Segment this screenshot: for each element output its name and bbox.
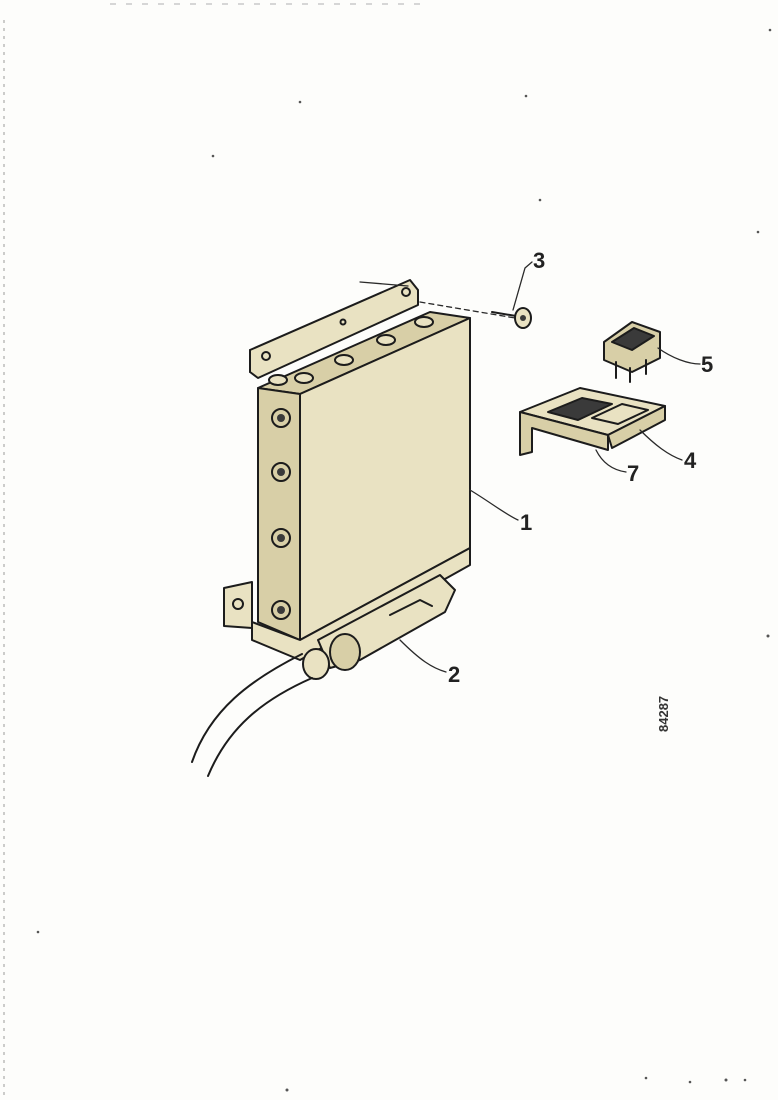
scan-specks bbox=[36, 28, 772, 1092]
bezel-side-flange bbox=[607, 405, 666, 449]
cable-outer-edge bbox=[191, 653, 303, 763]
side-socket-2 bbox=[271, 462, 291, 482]
screw-part-3 bbox=[419, 301, 532, 329]
bezel-opening-right bbox=[591, 403, 649, 425]
leader-3 bbox=[512, 261, 533, 311]
connector-boot bbox=[302, 648, 330, 680]
side-socket-1 bbox=[271, 408, 291, 428]
callout-4: 4 bbox=[684, 448, 697, 473]
leader-7 bbox=[595, 449, 627, 473]
switch-part-5 bbox=[603, 321, 661, 383]
leader-lines bbox=[399, 261, 701, 673]
callout-2: 2 bbox=[448, 662, 460, 687]
drawing-code: 84287 bbox=[656, 696, 671, 732]
bezel-opening-left bbox=[547, 397, 613, 421]
side-socket-4 bbox=[271, 600, 291, 620]
cable-inner-edge bbox=[207, 677, 313, 777]
leader-5 bbox=[657, 347, 701, 365]
leader-4 bbox=[639, 429, 683, 461]
bracket-hole-right bbox=[401, 287, 411, 297]
bracket-hole-left bbox=[261, 351, 271, 361]
side-socket-3 bbox=[271, 528, 291, 548]
lower-mounting-tab bbox=[223, 581, 253, 629]
callout-3: 3 bbox=[533, 248, 545, 273]
switch-rocker bbox=[611, 327, 655, 351]
connector-sleeve bbox=[329, 633, 361, 671]
leader-2 bbox=[399, 639, 447, 673]
unit-base-plate bbox=[251, 547, 471, 661]
control-unit-part-1 bbox=[223, 279, 471, 661]
wiring-harness-part-2 bbox=[191, 574, 456, 777]
callout-7: 7 bbox=[627, 461, 639, 486]
callout-5: 5 bbox=[701, 352, 713, 377]
leader-1 bbox=[469, 489, 519, 521]
callout-1: 1 bbox=[520, 510, 532, 535]
bezel-bracket-part-4 bbox=[519, 387, 666, 456]
